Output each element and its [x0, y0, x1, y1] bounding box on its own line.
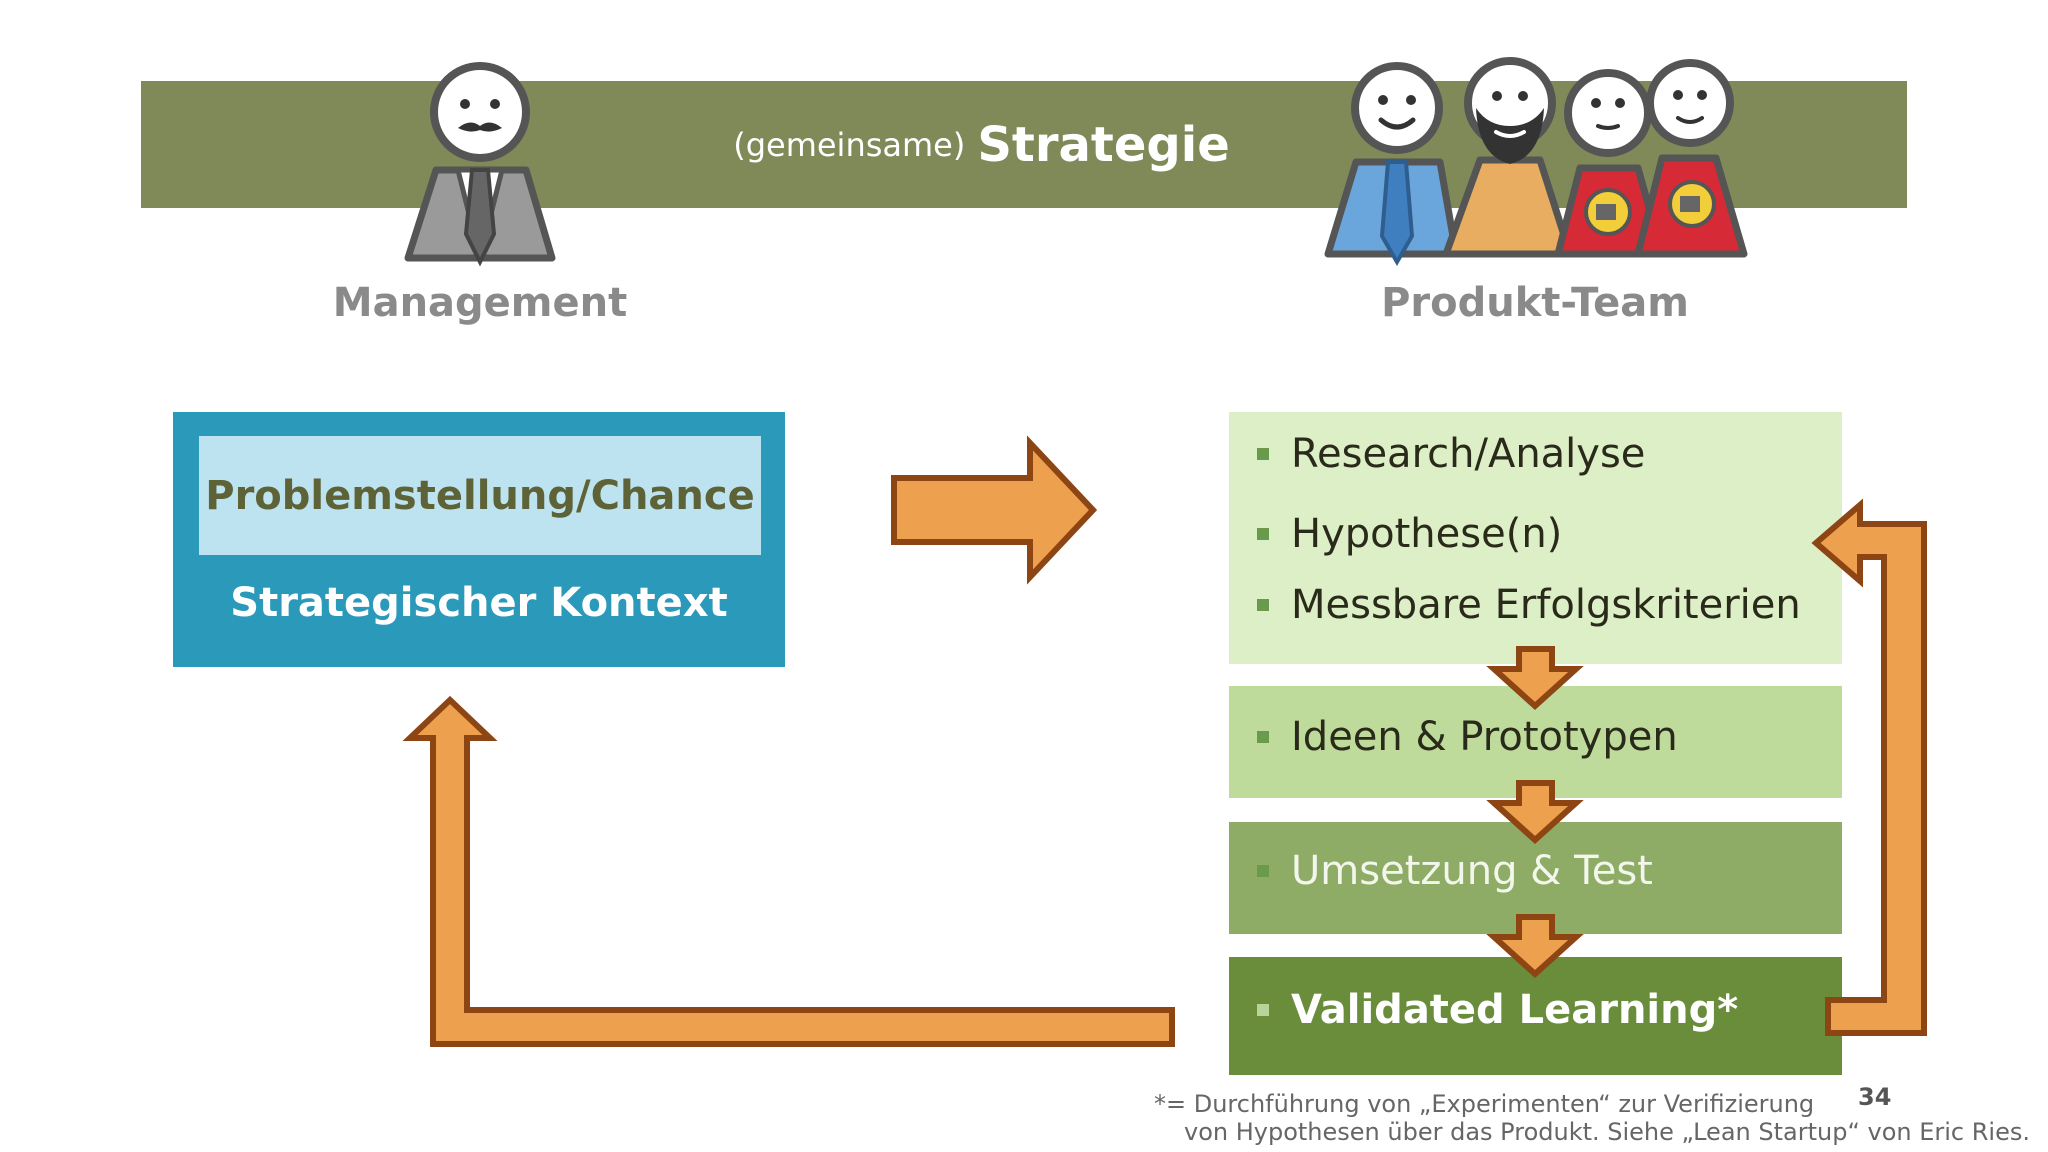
- arrow-down-icon: [1486, 780, 1584, 845]
- bullet-icon: [1257, 599, 1269, 611]
- page-number: 34: [1858, 1083, 1892, 1111]
- banner-prefix: (gemeinsame): [733, 125, 966, 164]
- bullet-icon: [1257, 865, 1269, 877]
- strategic-context-label: Strategischer Kontext: [230, 580, 728, 626]
- team-member-red-icon: [1634, 59, 1748, 258]
- research-label: Research/Analyse: [1291, 431, 1646, 477]
- footnote-line: von Hypothesen über das Produkt. Siehe „…: [1184, 1118, 2030, 1146]
- management-label: Management: [332, 280, 628, 326]
- footnote: *= Durchführung von „Experimenten“ zur V…: [1154, 1090, 2030, 1146]
- list-item: Messbare Erfolgskriterien: [1257, 582, 1801, 628]
- team-member-bearded-icon: [1442, 57, 1574, 258]
- list-item: Ideen & Prototypen: [1257, 714, 1678, 760]
- return-arrow-icon: [402, 695, 1175, 1047]
- loop-arrow-icon: [1811, 498, 1927, 1036]
- list-item: Umsetzung & Test: [1257, 848, 1653, 894]
- banner-title: Strategie: [977, 116, 1230, 173]
- team-member-red-icon: [1554, 69, 1666, 258]
- learning-label: Validated Learning*: [1291, 987, 1739, 1033]
- list-item: Research/Analyse: [1257, 431, 1645, 477]
- footnote-line: *= Durchführung von „Experimenten“ zur V…: [1154, 1090, 1815, 1118]
- arrow-down-icon: [1486, 914, 1584, 979]
- team-member-blue-icon: [1324, 62, 1460, 267]
- strategy-banner-text: (gemeinsame) Strategie: [0, 81, 1963, 208]
- list-item: Validated Learning*: [1257, 987, 1738, 1033]
- bullet-icon: [1257, 528, 1269, 540]
- success-criteria-label: Messbare Erfolgskriterien: [1291, 582, 1801, 628]
- build-label: Umsetzung & Test: [1291, 848, 1653, 894]
- learning-step: Validated Learning*: [1229, 957, 1842, 1075]
- arrow-down-icon: [1486, 646, 1584, 711]
- arrow-right-icon: [891, 435, 1098, 585]
- bullet-icon: [1257, 1004, 1269, 1016]
- problem-statement-box: Problemstellung/Chance: [199, 436, 761, 555]
- product-team-label: Produkt-Team: [1381, 280, 1689, 326]
- research-step: Research/Analyse Hypothese(n) Messbare E…: [1229, 412, 1842, 664]
- bullet-icon: [1257, 731, 1269, 743]
- hypothesis-label: Hypothese(n): [1291, 511, 1563, 557]
- list-item: Hypothese(n): [1257, 511, 1562, 557]
- bullet-icon: [1257, 448, 1269, 460]
- manager-icon: [404, 62, 556, 267]
- ideas-label: Ideen & Prototypen: [1291, 714, 1678, 760]
